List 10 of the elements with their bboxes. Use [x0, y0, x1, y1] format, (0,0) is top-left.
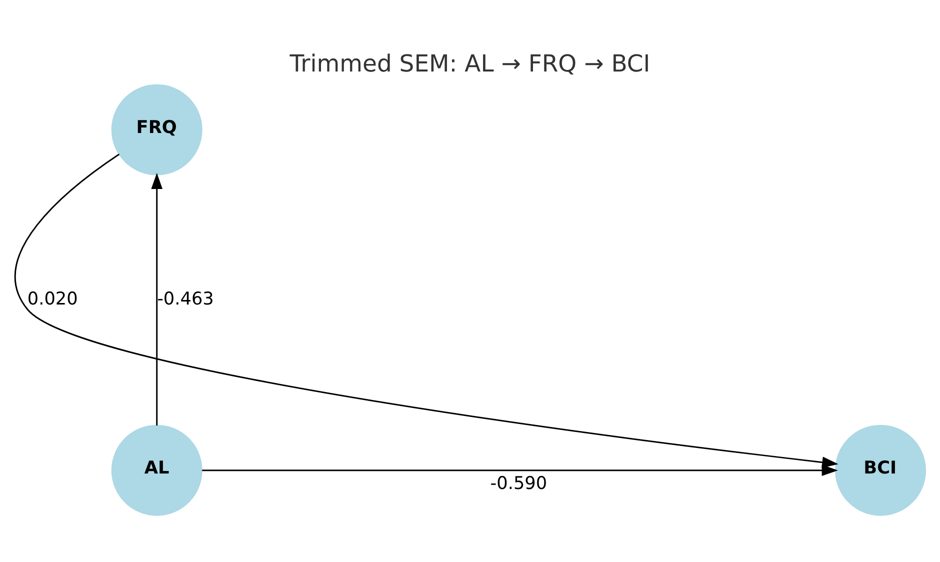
node-circle: BCI	[835, 424, 926, 516]
edge-label: -0.463	[157, 290, 214, 310]
edge-label: -0.590	[490, 474, 548, 494]
arrow	[151, 172, 163, 426]
edge-label: 0.020	[27, 290, 78, 310]
node-circle: FRQ	[111, 84, 202, 176]
arrow	[202, 464, 838, 476]
node-circle: AL	[111, 424, 202, 516]
arrow	[14, 154, 838, 468]
diagram-title: Trimmed SEM: AL → FRQ → BCI	[290, 50, 650, 78]
